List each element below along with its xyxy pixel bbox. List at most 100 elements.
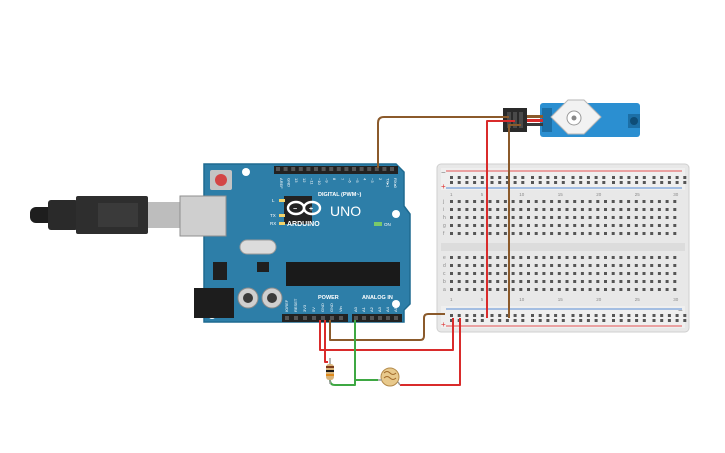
breadboard-hole[interactable] bbox=[511, 208, 515, 211]
breadboard-hole[interactable] bbox=[480, 224, 484, 227]
breadboard-hole[interactable] bbox=[534, 280, 538, 283]
breadboard-hole[interactable] bbox=[634, 272, 638, 275]
breadboard-hole[interactable] bbox=[650, 224, 654, 227]
breadboard-hole[interactable] bbox=[634, 216, 638, 219]
breadboard-hole[interactable] bbox=[612, 314, 615, 317]
breadboard-hole[interactable] bbox=[557, 272, 561, 275]
breadboard-hole[interactable] bbox=[557, 208, 561, 211]
breadboard[interactable]: + − + − jihgfedcba1155101015152020252530… bbox=[436, 163, 690, 333]
breadboard-hole[interactable] bbox=[465, 288, 469, 291]
breadboard-hole[interactable] bbox=[480, 272, 484, 275]
breadboard-hole[interactable] bbox=[642, 264, 646, 267]
breadboard-hole[interactable] bbox=[627, 216, 631, 219]
breadboard-hole[interactable] bbox=[571, 319, 575, 322]
breadboard-hole[interactable] bbox=[527, 280, 530, 283]
header-pin[interactable] bbox=[321, 316, 325, 320]
breadboard-hole[interactable] bbox=[527, 200, 530, 203]
breadboard-hole[interactable] bbox=[657, 224, 661, 227]
breadboard-hole[interactable] bbox=[488, 200, 492, 203]
breadboard-hole[interactable] bbox=[511, 216, 515, 219]
breadboard-hole[interactable] bbox=[660, 176, 664, 179]
breadboard-hole[interactable] bbox=[557, 264, 561, 267]
breadboard-hole[interactable] bbox=[450, 224, 453, 227]
breadboard-hole[interactable] bbox=[580, 256, 584, 259]
breadboard-hole[interactable] bbox=[619, 181, 623, 184]
header-pin[interactable] bbox=[276, 167, 280, 171]
breadboard-hole[interactable] bbox=[619, 288, 623, 291]
breadboard-hole[interactable] bbox=[550, 256, 554, 259]
breadboard-hole[interactable] bbox=[542, 288, 546, 291]
breadboard-hole[interactable] bbox=[511, 256, 515, 259]
breadboard-hole[interactable] bbox=[527, 288, 530, 291]
breadboard-hole[interactable] bbox=[450, 208, 453, 211]
breadboard-hole[interactable] bbox=[542, 200, 546, 203]
breadboard-hole[interactable] bbox=[573, 216, 577, 219]
breadboard-hole[interactable] bbox=[519, 200, 523, 203]
breadboard-hole[interactable] bbox=[665, 200, 669, 203]
breadboard-hole[interactable] bbox=[511, 200, 515, 203]
breadboard-hole[interactable] bbox=[627, 319, 631, 322]
breadboard-hole[interactable] bbox=[673, 208, 677, 211]
header-pin[interactable] bbox=[298, 167, 303, 171]
breadboard-hole[interactable] bbox=[534, 288, 538, 291]
breadboard-hole[interactable] bbox=[542, 280, 546, 283]
wire-board-ground[interactable] bbox=[329, 313, 445, 341]
breadboard-hole[interactable] bbox=[611, 280, 615, 283]
breadboard-hole[interactable] bbox=[586, 176, 590, 179]
breadboard-hole[interactable] bbox=[480, 232, 484, 235]
breadboard-hole[interactable] bbox=[627, 200, 631, 203]
breadboard-hole[interactable] bbox=[627, 208, 631, 211]
breadboard-hole[interactable] bbox=[588, 256, 592, 259]
breadboard-hole[interactable] bbox=[588, 208, 592, 211]
resistor[interactable] bbox=[326, 358, 334, 384]
breadboard-hole[interactable] bbox=[650, 208, 654, 211]
breadboard-hole[interactable] bbox=[657, 280, 661, 283]
header-pin[interactable] bbox=[354, 316, 358, 320]
breadboard-hole[interactable] bbox=[580, 216, 584, 219]
breadboard-hole[interactable] bbox=[675, 176, 679, 179]
breadboard-hole[interactable] bbox=[667, 181, 671, 184]
breadboard-hole[interactable] bbox=[473, 256, 477, 259]
breadboard-hole[interactable] bbox=[521, 319, 525, 322]
breadboard-hole[interactable] bbox=[642, 208, 646, 211]
header-pin[interactable] bbox=[312, 316, 316, 320]
breadboard-hole[interactable] bbox=[473, 216, 477, 219]
breadboard-hole[interactable] bbox=[611, 272, 615, 275]
breadboard-hole[interactable] bbox=[490, 319, 494, 322]
breadboard-hole[interactable] bbox=[596, 256, 600, 259]
breadboard-hole[interactable] bbox=[465, 319, 469, 322]
breadboard-hole[interactable] bbox=[611, 216, 615, 219]
breadboard-hole[interactable] bbox=[604, 224, 607, 227]
breadboard-hole[interactable] bbox=[642, 224, 646, 227]
breadboard-hole[interactable] bbox=[565, 232, 569, 235]
breadboard-hole[interactable] bbox=[673, 256, 677, 259]
breadboard-hole[interactable] bbox=[580, 224, 584, 227]
header-pin[interactable] bbox=[394, 316, 398, 320]
breadboard-hole[interactable] bbox=[465, 181, 469, 184]
breadboard-hole[interactable] bbox=[673, 232, 677, 235]
breadboard-hole[interactable] bbox=[683, 314, 687, 317]
breadboard-hole[interactable] bbox=[657, 256, 661, 259]
breadboard-hole[interactable] bbox=[619, 176, 623, 179]
breadboard-hole[interactable] bbox=[511, 280, 515, 283]
breadboard-hole[interactable] bbox=[503, 256, 507, 259]
breadboard-hole[interactable] bbox=[465, 224, 469, 227]
breadboard-hole[interactable] bbox=[550, 264, 554, 267]
breadboard-hole[interactable] bbox=[596, 280, 600, 283]
breadboard-hole[interactable] bbox=[604, 200, 607, 203]
breadboard-hole[interactable] bbox=[635, 319, 639, 322]
breadboard-hole[interactable] bbox=[665, 232, 669, 235]
breadboard-hole[interactable] bbox=[488, 232, 492, 235]
breadboard-hole[interactable] bbox=[503, 288, 507, 291]
breadboard-hole[interactable] bbox=[457, 181, 461, 184]
breadboard-hole[interactable] bbox=[579, 176, 583, 179]
analog-header[interactable] bbox=[352, 314, 402, 322]
breadboard-hole[interactable] bbox=[604, 264, 607, 267]
breadboard-hole[interactable] bbox=[521, 181, 525, 184]
breadboard-hole[interactable] bbox=[490, 176, 494, 179]
breadboard-hole[interactable] bbox=[673, 224, 677, 227]
breadboard-hole[interactable] bbox=[675, 314, 679, 317]
breadboard-hole[interactable] bbox=[580, 280, 584, 283]
breadboard-hole[interactable] bbox=[611, 200, 615, 203]
